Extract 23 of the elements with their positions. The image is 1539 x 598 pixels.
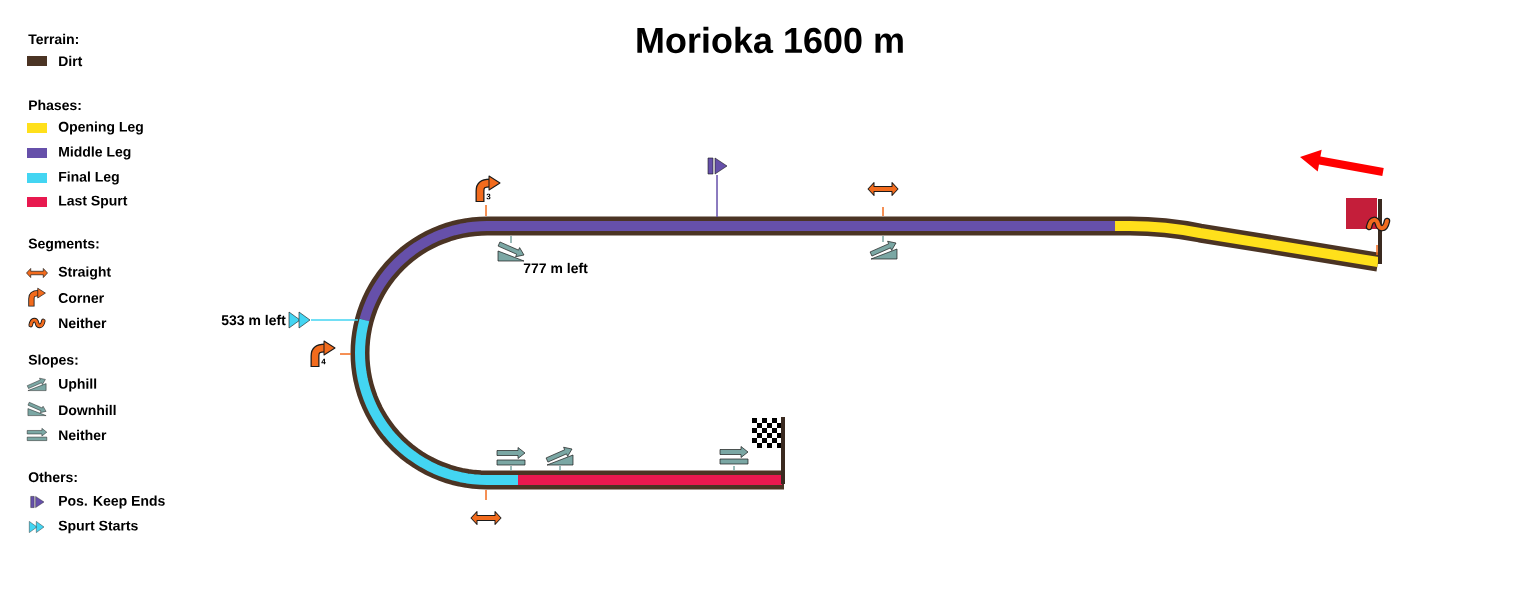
legend-label: Corner [58,293,104,303]
legend-heading: Segments: [28,238,99,252]
corner-number: 3 [486,193,491,200]
legend-label: Spurt Starts [58,520,138,534]
title: Morioka 1600 m [637,26,903,54]
legend-label: Neither [59,317,107,329]
legend-heading: Slopes: [28,354,78,368]
legend-label: Middle Leg [59,146,131,160]
legend-label: Opening Leg [58,121,143,135]
legend-label: Straight [58,266,111,280]
legend-label: Uphill [59,378,97,392]
legend-heading: Phases: [29,99,81,111]
corner-number: 4 [321,358,326,365]
legend-heading: Terrain: [28,33,78,45]
distance-label: 777 m left [523,262,588,274]
legend-label: Dirt [59,55,83,67]
legend-label: Pos. Keep Ends [59,495,165,509]
legend-heading: Others: [28,471,77,483]
legend-label: Downhill [59,404,116,416]
legend-label: Final Leg [59,171,119,185]
legend-label: Neither [59,429,107,441]
distance-label: 533 m left [221,314,286,326]
legend-label: Last Spurt [59,195,128,209]
